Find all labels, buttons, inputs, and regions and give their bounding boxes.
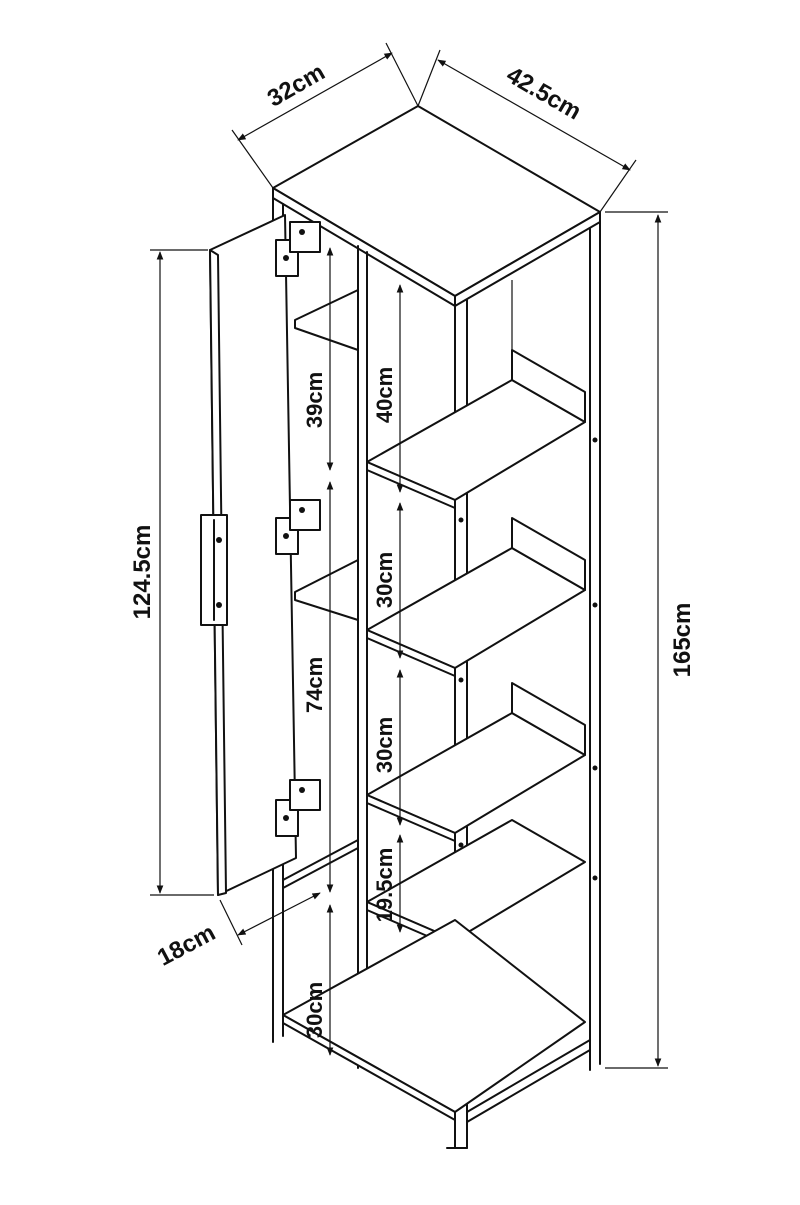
bottom-rail [466, 1039, 591, 1113]
shelf-back [511, 517, 586, 591]
door-height-label: 124.5cm [129, 525, 156, 620]
shelf-back [511, 682, 586, 756]
rivet [592, 875, 598, 881]
shelf [294, 289, 359, 351]
bottom-shelf [282, 919, 586, 1113]
shelf-line [282, 847, 359, 889]
rivet [592, 765, 598, 771]
rivet [458, 842, 464, 848]
total-height-label: 165cm [669, 603, 696, 678]
dimension-lines [150, 42, 668, 1069]
rivet [458, 517, 464, 523]
handle-screw [216, 602, 222, 608]
hinge-top [275, 221, 321, 277]
hinge-middle [275, 499, 321, 555]
rivet [592, 602, 598, 608]
rivet [592, 437, 598, 443]
leg-dimension-line [237, 892, 321, 936]
width-label: 42.5cm [502, 61, 586, 125]
shelf-edge [366, 629, 456, 677]
shelf-line [282, 839, 359, 881]
right-shelves [282, 349, 591, 1123]
top-board [272, 105, 601, 297]
depth-label: 32cm [263, 58, 330, 112]
hinge-bottom [275, 779, 321, 837]
inner-upper-label: 39cm [302, 372, 327, 428]
depth-dimension-line [237, 52, 393, 141]
width-dimension-line [437, 59, 631, 171]
shelf-edge [366, 794, 456, 842]
shelf-gap-top-label: 40cm [372, 367, 397, 423]
left-shelves [282, 289, 359, 889]
shelf-edge [366, 461, 456, 509]
rivet [458, 677, 464, 683]
bottom-shelf-edge [282, 1014, 456, 1121]
shelf-gap-3-label: 30cm [372, 717, 397, 773]
bottom-gap-label: 30cm [302, 982, 327, 1038]
handle-screw [216, 537, 222, 543]
shelf-gap-2-label: 30cm [372, 552, 397, 608]
leg-height-label: 18cm [153, 919, 220, 972]
shelf [294, 559, 359, 621]
shelf-back [511, 349, 586, 423]
bottom-rail [466, 1049, 591, 1123]
shelf-gap-4-label: 19.5cm [372, 848, 397, 923]
inner-lower-label: 74cm [302, 657, 327, 713]
open-door [200, 214, 321, 896]
